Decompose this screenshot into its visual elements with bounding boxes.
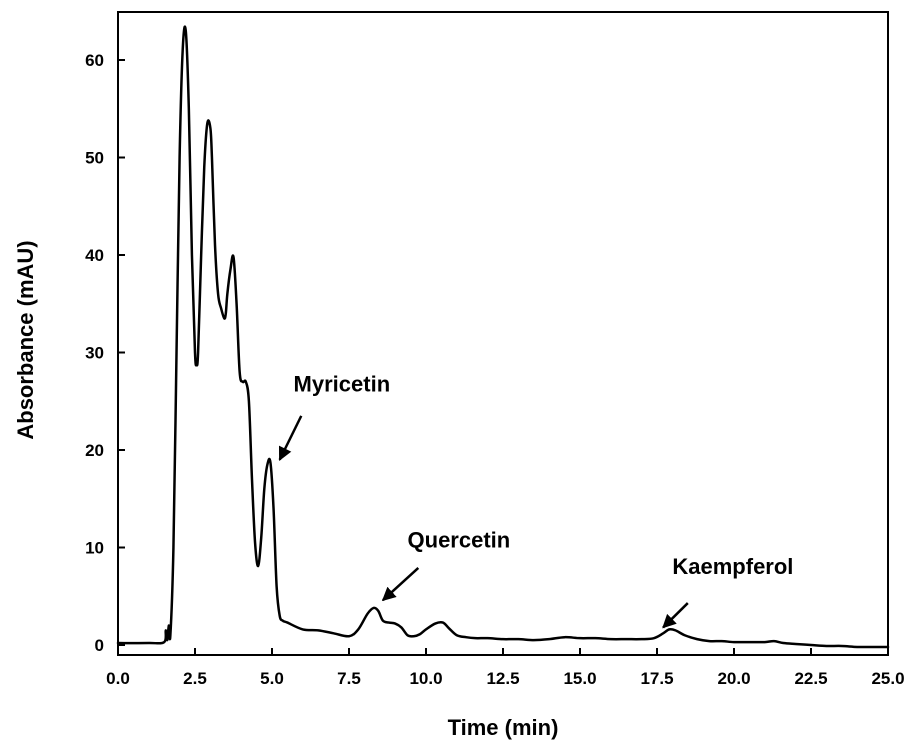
x-tick-label: 15.0 [563,669,596,688]
annotation-arrow [278,415,303,461]
x-tick-label: 12.5 [486,669,519,688]
annotation-arrow [381,567,420,602]
x-tick-label: 2.5 [183,669,207,688]
y-tick-label: 10 [85,539,104,558]
x-tick-label: 17.5 [640,669,673,688]
y-axis-ticks: 0 10 20 30 40 50 60 [85,51,125,655]
x-tick-label: 25.0 [871,669,904,688]
annotation-label: Kaempferol [672,554,793,579]
x-axis-ticks: 0.0 2.5 5.0 7.5 10.0 12.5 15.0 17.5 20.0 22.5 25.0 [106,648,905,688]
x-tick-label: 10.0 [409,669,442,688]
x-tick-label: 5.0 [260,669,284,688]
y-tick-label: 0 [95,636,104,655]
x-tick-label: 0.0 [106,669,130,688]
y-tick-label: 40 [85,246,104,265]
x-tick-label: 22.5 [794,669,827,688]
annotation-arrow [662,602,689,629]
y-tick-label: 20 [85,441,104,460]
y-tick-label: 30 [85,344,104,363]
y-tick-label: 50 [85,149,104,168]
chromatogram-trace [116,25,890,649]
annotation-label: Myricetin [294,372,391,397]
y-tick-label: 60 [85,51,104,70]
y-axis-title: Absorbance (mAU) [13,240,38,439]
annotation-label: Quercetin [408,528,511,553]
x-tick-label: 20.0 [717,669,750,688]
x-tick-label: 7.5 [337,669,361,688]
x-axis-title: Time (min) [448,715,559,740]
